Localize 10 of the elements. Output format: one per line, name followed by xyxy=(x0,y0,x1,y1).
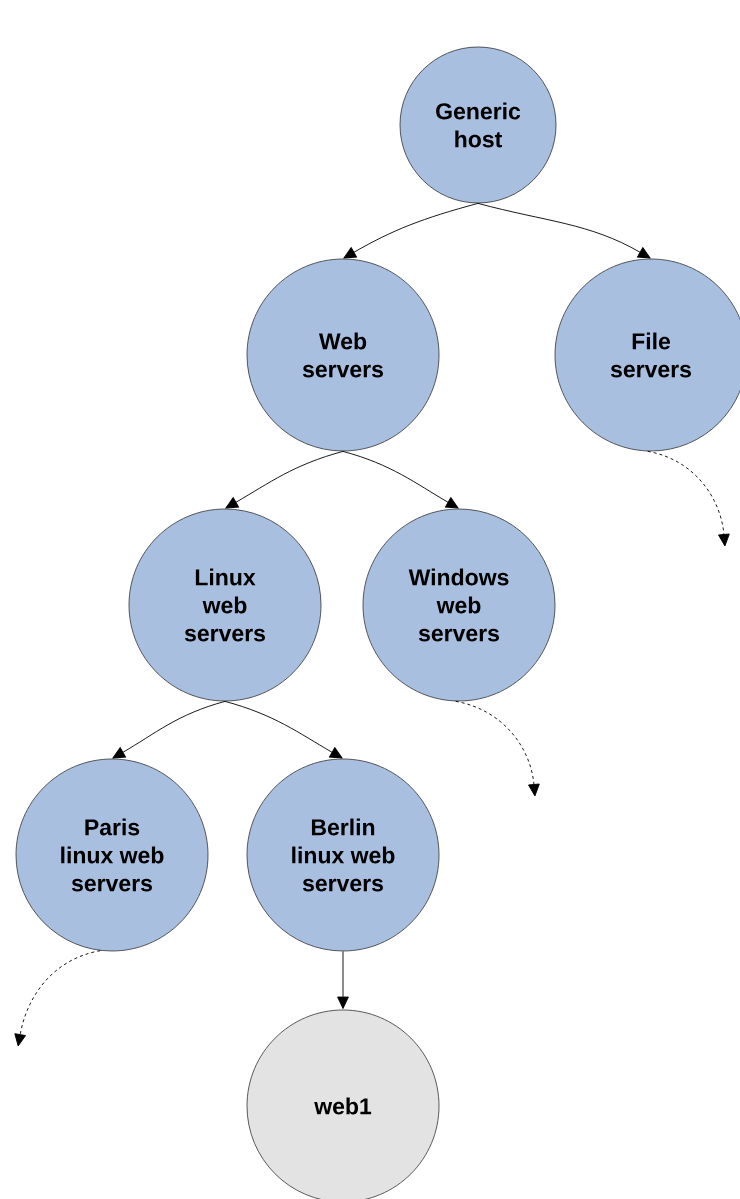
arrow xyxy=(342,450,459,509)
arrow xyxy=(112,700,226,759)
dashed-arrow xyxy=(647,450,730,547)
dashed-arrow xyxy=(14,950,101,1047)
dashed-arrow xyxy=(455,700,540,797)
arrow xyxy=(477,202,651,259)
arrow xyxy=(343,202,479,259)
arrow xyxy=(225,450,344,509)
arrow xyxy=(337,950,349,1009)
arrow xyxy=(224,700,343,759)
